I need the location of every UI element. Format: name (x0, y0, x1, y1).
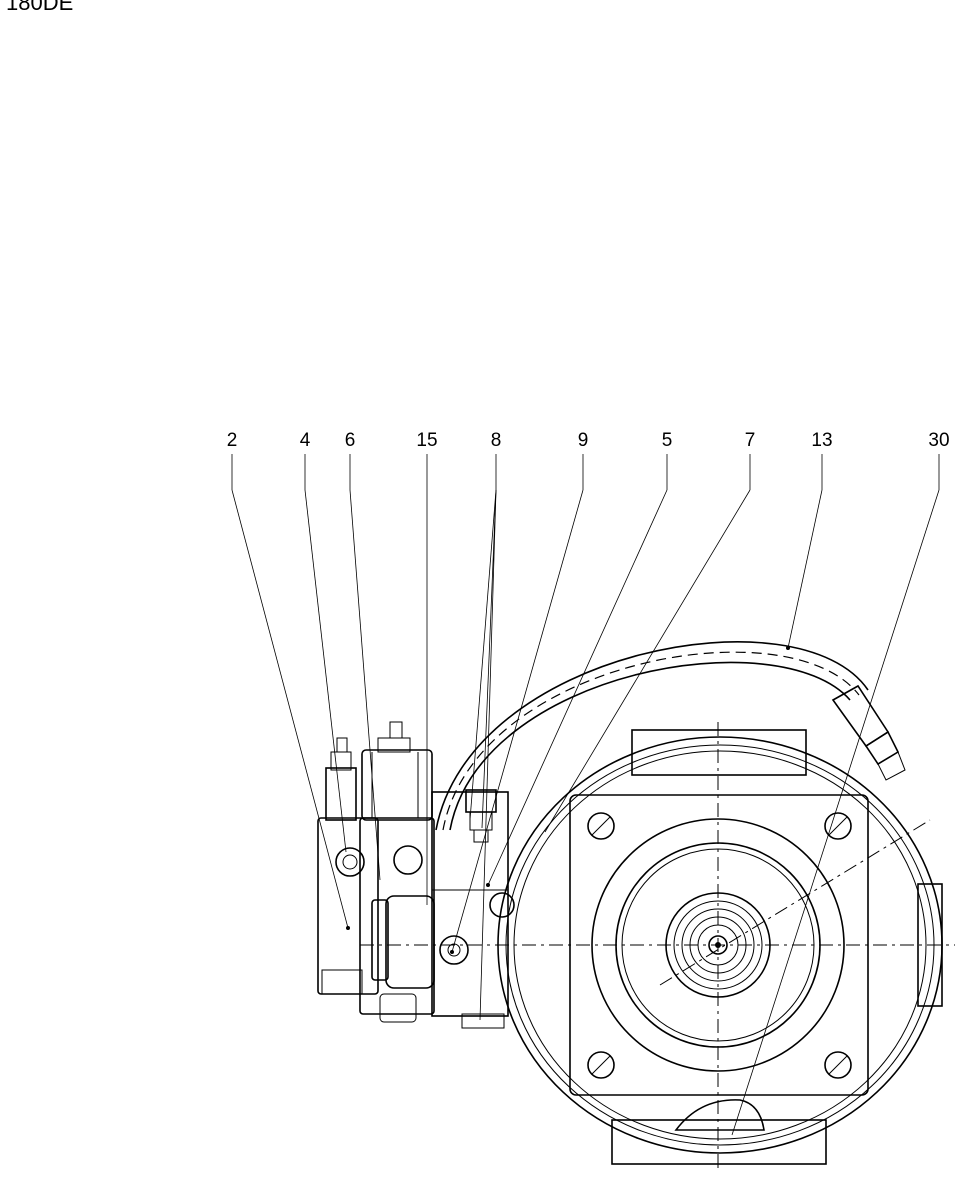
callout-5: 5 (662, 430, 673, 451)
callout-15: 15 (416, 430, 437, 451)
control-valve-block (317, 721, 435, 1023)
leader-lines (231, 454, 940, 1136)
adapter-block (431, 789, 509, 1029)
callout-8: 8 (491, 430, 502, 451)
bolt-holes (587, 812, 852, 1079)
hose (435, 641, 906, 831)
callout-labels: 2 4 6 15 8 9 5 7 13 30 (227, 430, 950, 451)
callout-6: 6 (345, 430, 356, 451)
callout-13: 13 (811, 430, 832, 451)
callout-2: 2 (227, 430, 238, 451)
pump-body (360, 722, 955, 1168)
page-title: 180DE (6, 0, 74, 14)
callout-9: 9 (578, 430, 589, 451)
callout-7: 7 (745, 430, 756, 451)
callout-30: 30 (928, 430, 949, 451)
shaft-center (708, 935, 728, 955)
callout-4: 4 (300, 430, 311, 451)
